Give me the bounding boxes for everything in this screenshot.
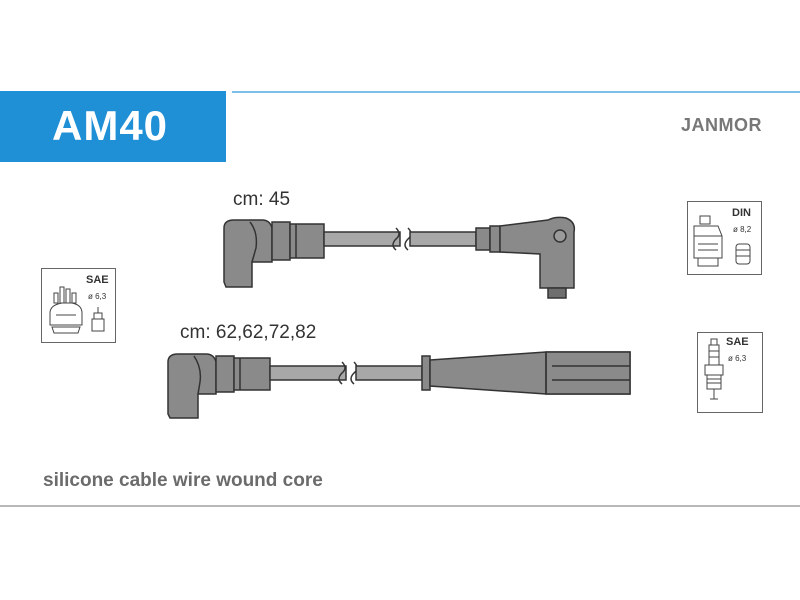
- din-terminal-icon: [735, 243, 751, 265]
- plug-lead-left-boot: [167, 353, 217, 419]
- footer-rule: [0, 505, 800, 507]
- spark-plug-icon: [704, 338, 724, 400]
- coil-lead-left-boot: [223, 219, 273, 288]
- coil-cable-length: cm: 45: [233, 189, 291, 210]
- plug-lead-ferrule: [215, 355, 235, 393]
- ignition-coil-connector-box: DIN ø 8,2: [687, 201, 762, 275]
- brand-name: JANMOR: [681, 115, 763, 135]
- plug-lead-cable-right: [355, 365, 423, 381]
- part-code: AM40: [52, 102, 169, 149]
- coil-standard-label: DIN: [732, 207, 751, 219]
- coil-lead-cable-left: [323, 231, 401, 247]
- coil-lead-ferrule: [271, 221, 291, 261]
- ignition-coil-icon: [693, 215, 723, 267]
- sae-terminal-icon: [91, 307, 105, 332]
- part-code-banner: [0, 91, 226, 162]
- coil-lead-right-boot: [499, 216, 576, 289]
- coil-lead-cable-right: [409, 231, 477, 247]
- distributor-diameter-label: ø 6,3: [88, 292, 107, 301]
- plug-standard-label: SAE: [726, 336, 749, 348]
- plug-lead-drawing: [167, 351, 631, 419]
- cable-description: silicone cable wire wound core: [43, 470, 323, 491]
- distributor-cap-icon: [49, 286, 83, 334]
- plug-diameter-label: ø 6,3: [728, 354, 747, 363]
- coil-lead-drawing: [223, 216, 576, 299]
- plug-cable-length: cm: 62,62,72,82: [180, 322, 317, 343]
- header-rule: [232, 91, 800, 93]
- distributor-standard-label: SAE: [86, 274, 109, 286]
- coil-diameter-label: ø 8,2: [733, 225, 752, 234]
- spark-plug-connector-box: SAE ø 6,3: [697, 332, 763, 413]
- distributor-cap-connector-box: SAE ø 6,3: [41, 268, 116, 343]
- plug-lead-cable-left: [269, 365, 347, 381]
